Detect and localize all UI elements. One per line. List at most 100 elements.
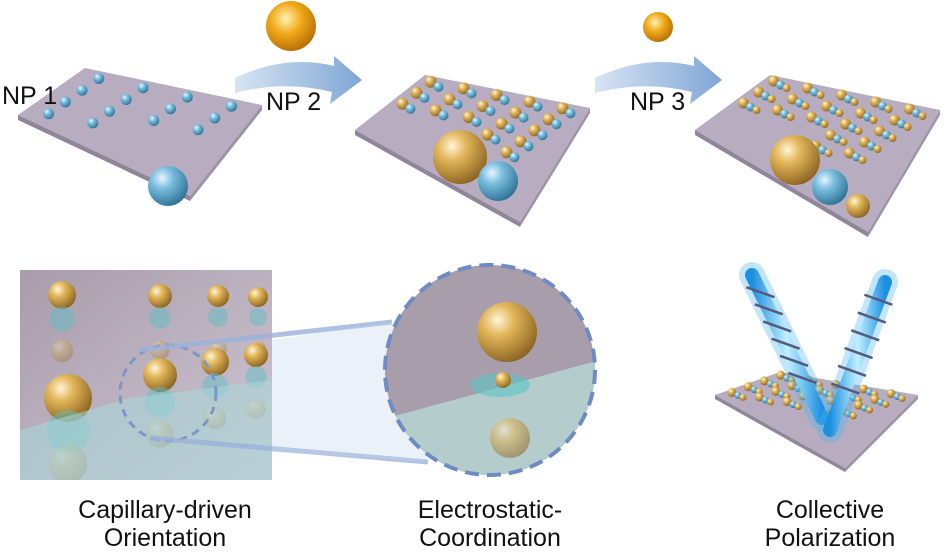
gold-nanoparticle: [410, 86, 423, 99]
gold-nanoparticle: [462, 111, 475, 123]
gold-nanoparticle: [849, 412, 857, 420]
blue-nanoparticle: [192, 124, 204, 136]
polarization-helix-segment: [850, 329, 880, 342]
caption-collective-line2: Polarization: [764, 524, 896, 552]
blue-nanoparticle: [104, 105, 115, 117]
gold-nanoparticle: [903, 123, 912, 131]
gold-nanoparticle: [523, 95, 536, 108]
ligand-shell: [208, 307, 228, 327]
gold-nanoparticle: [839, 138, 848, 146]
blue-nanoparticle: [518, 112, 529, 123]
gold-nanoparticle-np3: [643, 12, 673, 42]
gold-nanoparticle: [396, 97, 409, 110]
blue-nanoparticle: [551, 119, 562, 130]
gold-nanoparticle: [244, 343, 268, 367]
label-np1: NP 1: [2, 82, 58, 110]
gold-nanoparticle: [771, 386, 781, 396]
blue-nanoparticle: [485, 106, 496, 116]
gold-nanoparticle: [776, 370, 786, 380]
gold-nanoparticle: [443, 93, 456, 106]
blue-nanoparticle: [419, 92, 430, 103]
blue-nanoparticle: [93, 73, 105, 84]
gold-nanoparticle: [882, 400, 890, 408]
gold-nanoparticle: [854, 400, 864, 410]
blue-nanoparticle: [59, 96, 71, 108]
dimer-array-2: [396, 75, 576, 163]
blue-nanoparticle: [565, 108, 576, 119]
gold-nanoparticle: [759, 376, 769, 386]
gold-nanoparticle: [918, 112, 927, 120]
gold-nanoparticle: [898, 395, 906, 403]
blue-nanoparticle: [452, 99, 463, 110]
gold-nanoparticle: [850, 98, 859, 106]
caption-electrostatic-line1: Electrostatic-: [417, 496, 563, 524]
large-blue-nanoparticle-3: [812, 169, 848, 205]
gold-nanoparticle: [44, 374, 92, 422]
polarization-helix-segment: [762, 320, 792, 333]
blue-nanoparticle: [509, 152, 520, 163]
label-np3: NP 3: [630, 88, 686, 116]
gold-nanoparticle: [801, 102, 810, 110]
polarization-helix-segment: [745, 285, 775, 299]
blue-nanoparticle: [120, 94, 132, 105]
caption-collective-line1: Collective: [775, 496, 885, 524]
blue-nanoparticle: [466, 88, 477, 99]
zoom-connector-bottom: [149, 435, 429, 465]
gold-nanoparticle: [787, 381, 797, 391]
zoom-circle-content: [385, 265, 595, 475]
gold-nanoparticle: [886, 389, 896, 399]
trimer-array-3: [738, 75, 927, 164]
gold-nanoparticle: [873, 145, 882, 153]
gold-reflection: [50, 339, 74, 363]
gold-nanoparticle: [429, 104, 442, 117]
gold-nanoparticle-np2: [266, 1, 316, 51]
blue-nanoparticle: [499, 95, 510, 105]
gold-nanoparticle: [481, 128, 494, 141]
caption-capillary: Capillary-driven Orientation: [40, 496, 290, 552]
gold-nanoparticle: [767, 398, 775, 406]
blue-nanoparticle: [148, 115, 160, 126]
gold-nanoparticle: [509, 106, 522, 119]
gold-nanoparticle: [786, 113, 795, 121]
large-gold-nanoparticle-3: [770, 135, 820, 185]
blue-nanoparticle: [471, 117, 482, 127]
gold-nanoparticle: [866, 406, 874, 414]
arrow-1: [235, 56, 362, 104]
gold-nanoparticle: [815, 385, 825, 395]
polarization-helix-segment: [837, 364, 867, 377]
gold-nanoparticle: [727, 387, 737, 397]
polarization-helix-segment: [857, 311, 887, 324]
blue-nanoparticle: [165, 103, 176, 115]
blue-nanoparticle: [181, 91, 193, 103]
gold-nanoparticle: [870, 394, 880, 404]
gold-nanoparticle: [528, 124, 541, 137]
large-gold-nanoparticle-2: [433, 130, 487, 184]
gold-nanoparticle: [476, 100, 489, 112]
gold-nanoparticle: [888, 134, 897, 142]
blue-nanoparticle: [532, 101, 543, 112]
zoom-circle: [383, 263, 597, 477]
gold-nanoparticle: [782, 84, 791, 92]
blue-nanoparticle: [537, 130, 548, 141]
gold-nanoparticle: [457, 82, 470, 95]
gold-nanoparticle: [424, 75, 437, 88]
gold-nanoparticle: [201, 348, 229, 376]
blue-nanoparticle: [490, 134, 501, 145]
blue-nanoparticle: [87, 117, 99, 129]
gold-nanoparticle: [248, 287, 268, 307]
gold-nanoparticle: [794, 403, 802, 411]
gold-nanoparticle: [207, 285, 229, 307]
medium-gold-nanoparticle-3: [846, 194, 870, 218]
gold-nanoparticle: [820, 120, 829, 128]
blue-nanoparticle: [43, 108, 54, 120]
caption-capillary-line1: Capillary-driven: [78, 496, 252, 524]
polarization-helix-segment: [779, 354, 809, 367]
gold-nanoparticle: [556, 102, 569, 115]
gold-nanoparticle: [495, 117, 508, 130]
gold-nanoparticle: [143, 358, 177, 392]
caption-capillary-line2: Orientation: [103, 524, 227, 552]
gold-nanoparticle: [48, 281, 76, 309]
blue-nanoparticle: [137, 82, 149, 94]
blue-nanoparticle: [438, 110, 449, 121]
polarization-helix-segment: [754, 303, 784, 316]
